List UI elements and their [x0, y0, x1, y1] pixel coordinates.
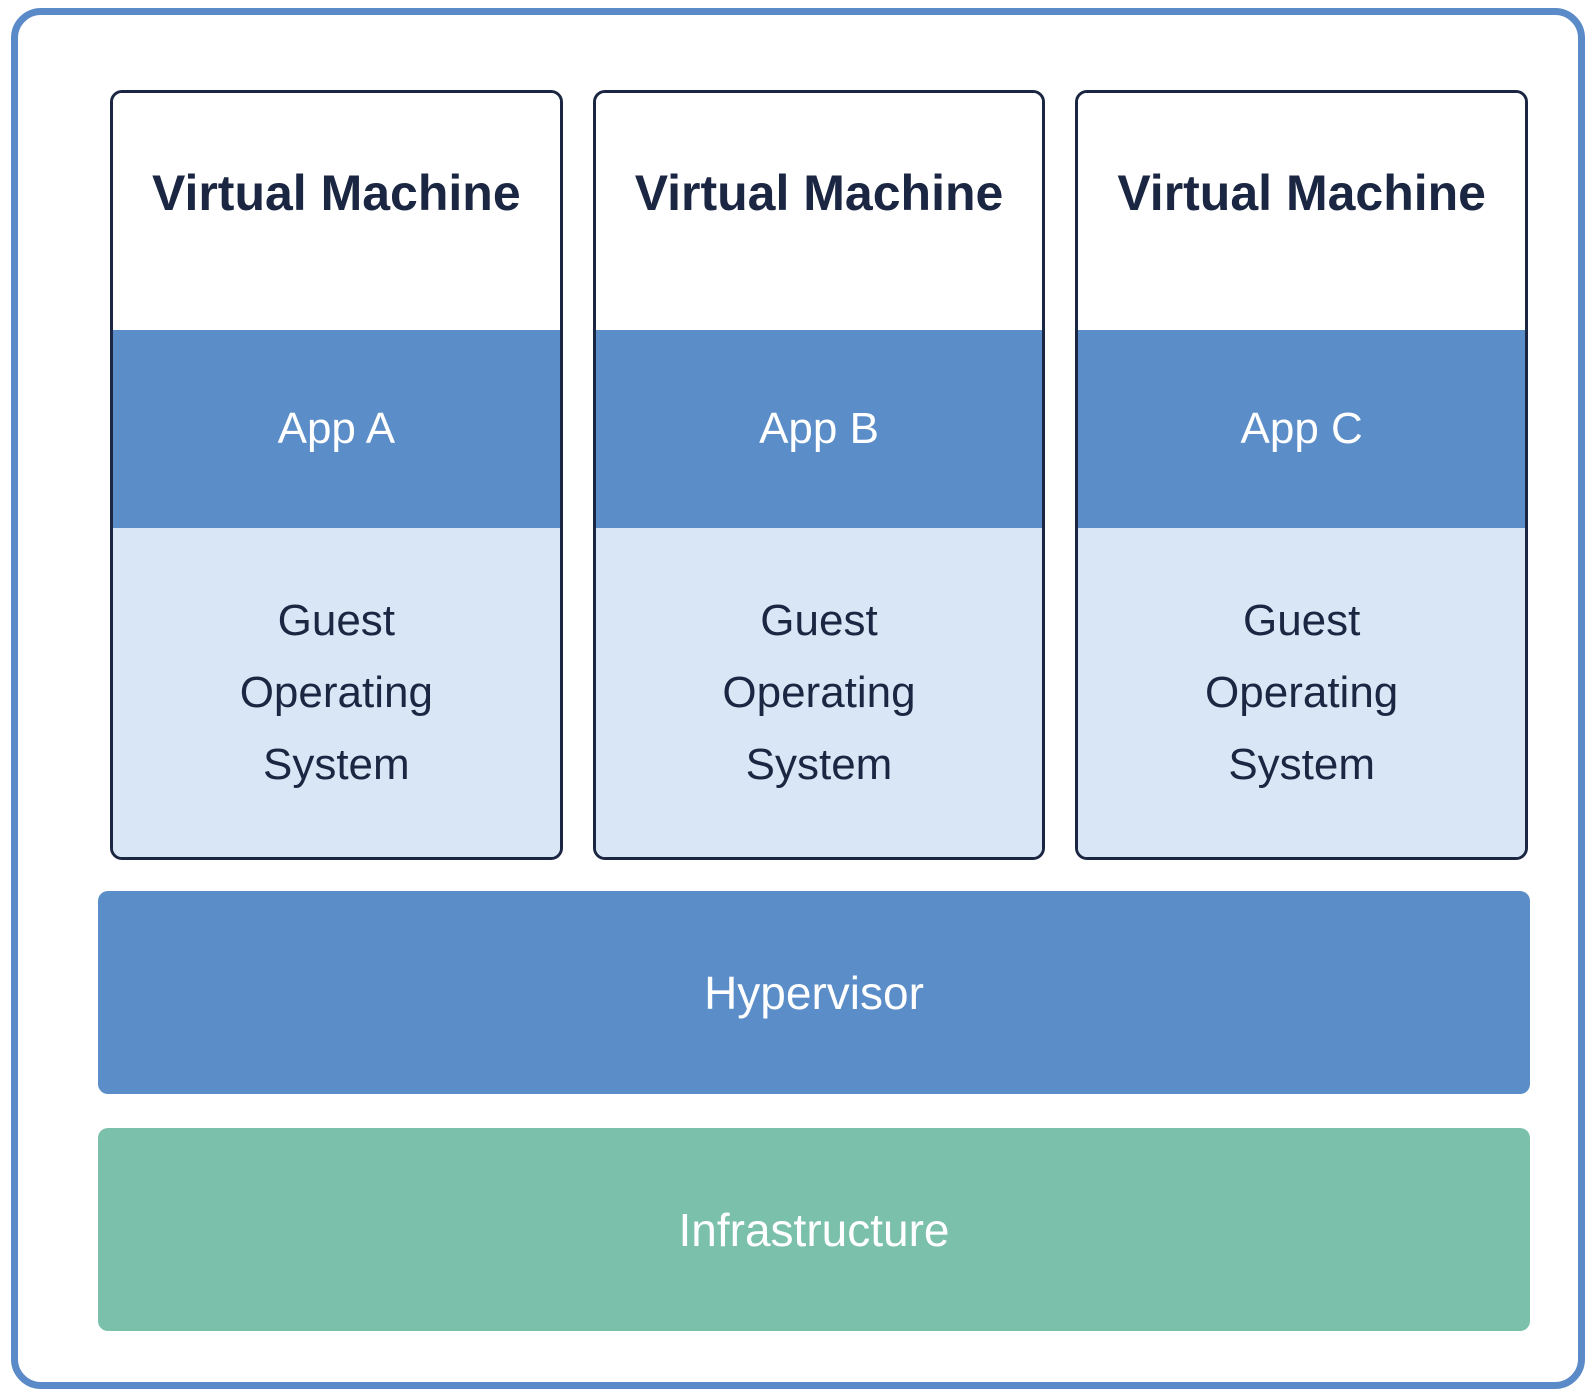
diagram-frame: Virtual Machine App A Guest Operating Sy… — [11, 8, 1585, 1389]
guest-os-label: Guest Operating System — [239, 595, 433, 789]
guest-os-label: Guest Operating System — [722, 595, 916, 789]
app-label: App C — [1240, 404, 1363, 453]
guest-os-block: Guest Operating System — [113, 528, 560, 857]
vm-box-2: Virtual Machine App B Guest Operating Sy… — [592, 90, 1046, 860]
app-block-b: App B — [595, 330, 1043, 528]
vm-box-3: Virtual Machine App C Guest Operating Sy… — [1075, 90, 1529, 860]
vm-title: Virtual Machine — [152, 164, 521, 221]
guest-os-block: Guest Operating System — [595, 528, 1043, 857]
app-label: App A — [277, 404, 396, 453]
app-label: App B — [759, 404, 879, 453]
vm-row: Virtual Machine App A Guest Operating Sy… — [110, 90, 1529, 860]
vm-box-1: Virtual Machine App A Guest Operating Sy… — [110, 90, 563, 860]
infrastructure-label: Infrastructure — [678, 1203, 950, 1256]
vm-header: Virtual Machine — [113, 93, 560, 330]
vm-title: Virtual Machine — [1117, 164, 1486, 221]
hypervisor-layer: Hypervisor — [98, 891, 1530, 1094]
infrastructure-layer: Infrastructure — [98, 1128, 1530, 1331]
hypervisor-label: Hypervisor — [704, 966, 924, 1019]
guest-os-block: Guest Operating System — [1078, 528, 1526, 857]
app-block-a: App A — [113, 330, 560, 528]
guest-os-label: Guest Operating System — [1205, 595, 1399, 789]
vm-title: Virtual Machine — [634, 164, 1004, 221]
vm-header: Virtual Machine — [1078, 93, 1526, 330]
app-block-c: App C — [1078, 330, 1526, 528]
vm-header: Virtual Machine — [595, 93, 1043, 330]
